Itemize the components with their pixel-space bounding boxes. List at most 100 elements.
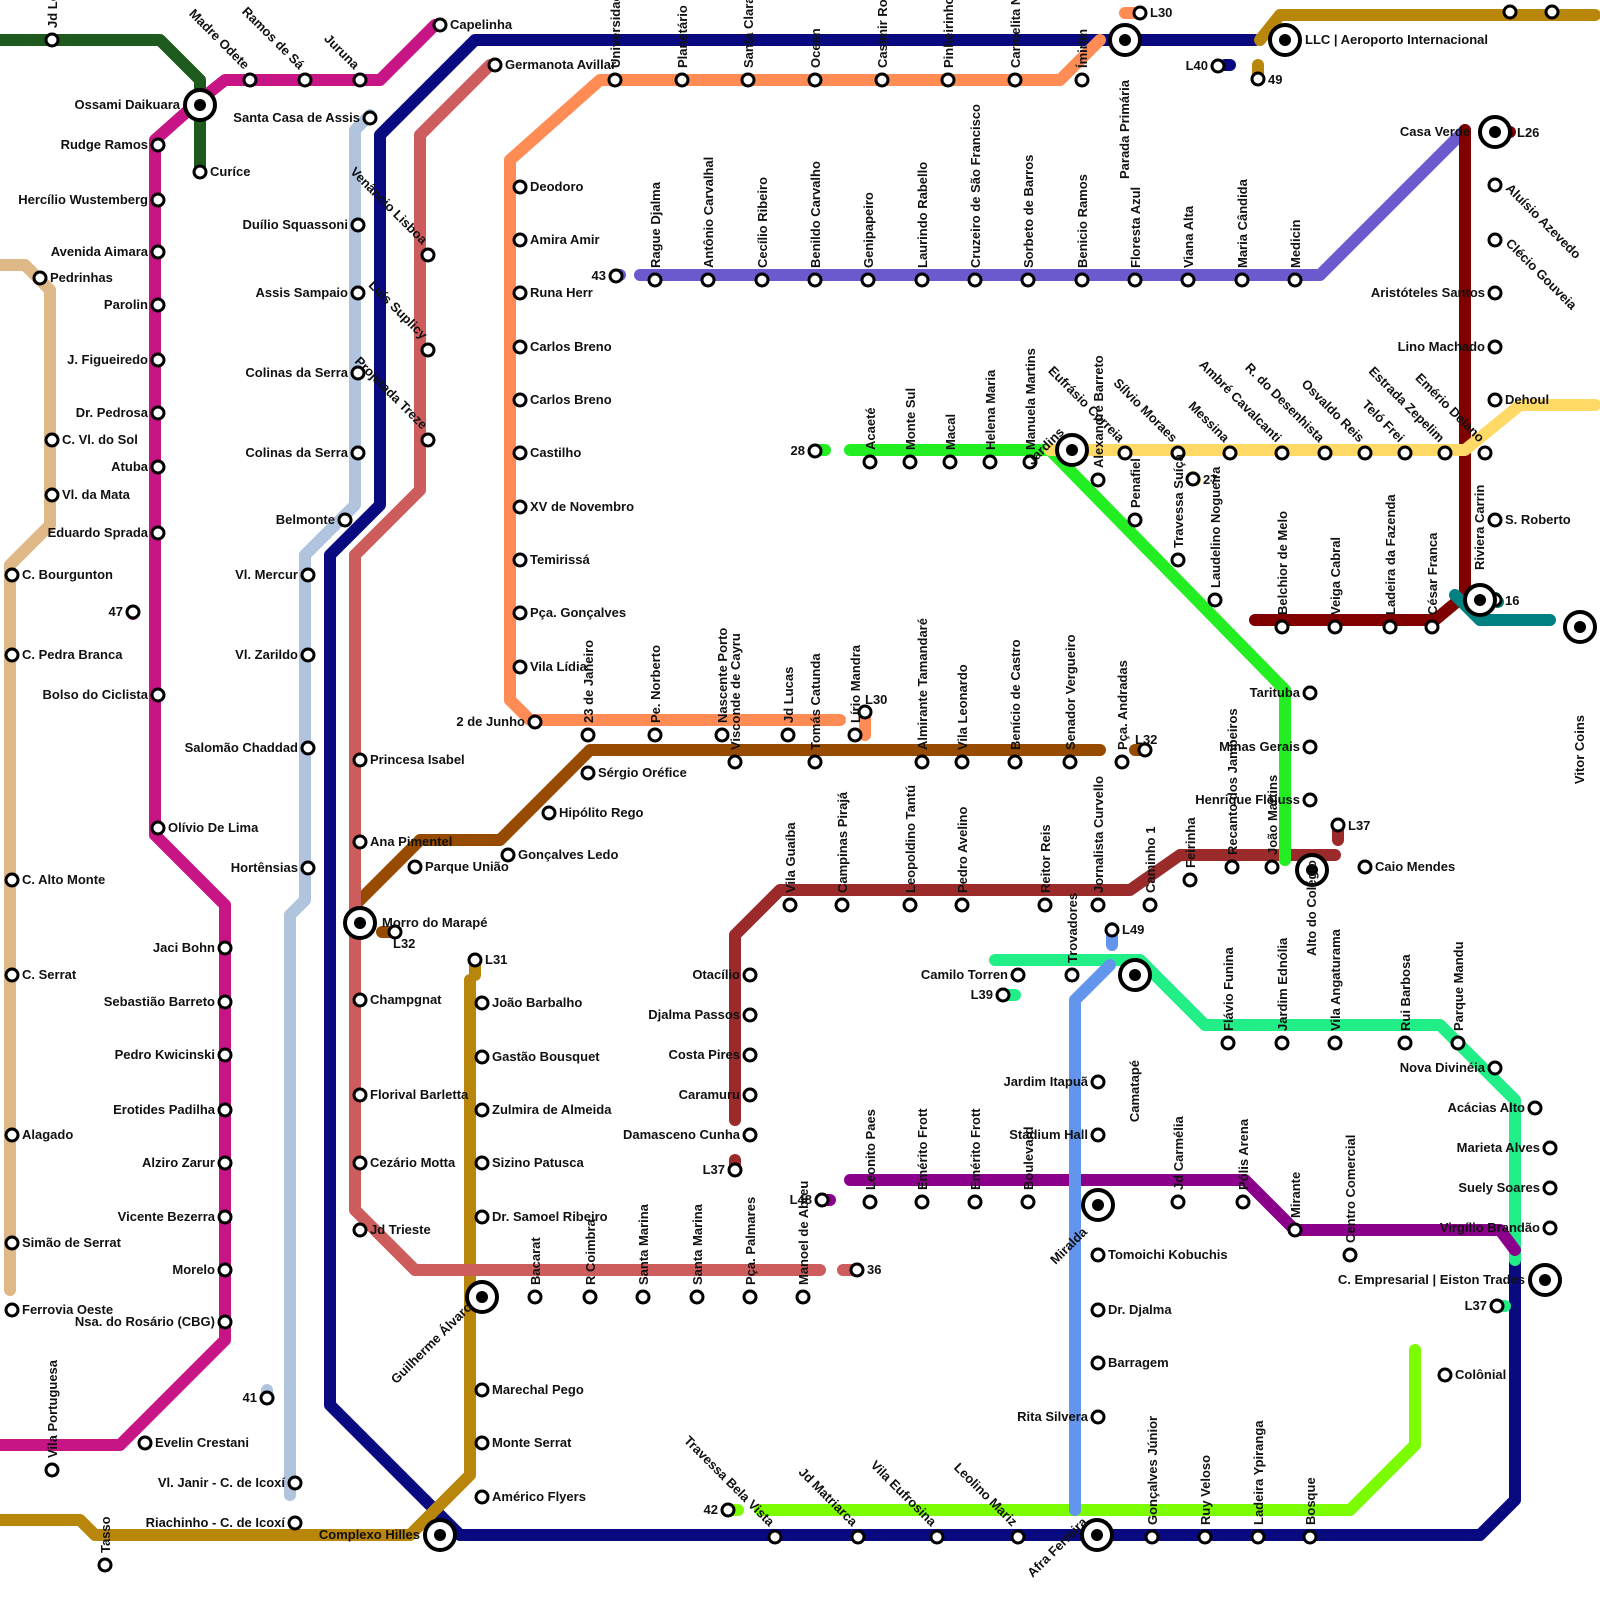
station-dot[interactable] <box>1302 1529 1318 1545</box>
station-dot[interactable] <box>217 1102 233 1118</box>
station-dot[interactable] <box>474 1049 490 1065</box>
station-dot[interactable] <box>1542 1140 1558 1156</box>
station-dot[interactable] <box>300 647 316 663</box>
station-dot[interactable] <box>4 647 20 663</box>
station-dot[interactable] <box>150 297 166 313</box>
station-dot[interactable] <box>150 820 166 836</box>
station-dot[interactable] <box>432 17 448 33</box>
connector-dot[interactable] <box>1104 922 1120 938</box>
connector-dot[interactable] <box>720 1502 736 1518</box>
station-dot[interactable] <box>1302 792 1318 808</box>
station-dot[interactable] <box>1342 1247 1358 1263</box>
connector-dot[interactable] <box>259 1390 275 1406</box>
station-dot[interactable] <box>834 897 850 913</box>
station-dot[interactable] <box>500 847 516 863</box>
station-dot[interactable] <box>352 1155 368 1171</box>
station-dot[interactable] <box>874 72 890 88</box>
station-dot[interactable] <box>217 1262 233 1278</box>
station-dot[interactable] <box>1424 619 1440 635</box>
connector-dot[interactable] <box>467 952 483 968</box>
station-dot[interactable] <box>1022 454 1038 470</box>
station-dot[interactable] <box>674 72 690 88</box>
station-dot[interactable] <box>150 687 166 703</box>
station-dot[interactable] <box>300 740 316 756</box>
station-dot[interactable] <box>1274 619 1290 635</box>
station-dot[interactable] <box>1502 4 1518 20</box>
station-dot[interactable] <box>474 1209 490 1225</box>
station-dot[interactable] <box>1090 897 1106 913</box>
station-dot[interactable] <box>580 727 596 743</box>
station-dot[interactable] <box>1090 472 1106 488</box>
station-dot[interactable] <box>1127 272 1143 288</box>
station-dot[interactable] <box>352 1222 368 1238</box>
station-dot[interactable] <box>1477 445 1493 461</box>
station-dot[interactable] <box>1170 552 1186 568</box>
station-dot[interactable] <box>1357 859 1373 875</box>
station-dot[interactable] <box>1127 512 1143 528</box>
station-dot[interactable] <box>1487 177 1503 193</box>
station-dot[interactable] <box>1170 1194 1186 1210</box>
station-dot[interactable] <box>44 32 60 48</box>
station-dot[interactable] <box>150 405 166 421</box>
station-dot[interactable] <box>847 727 863 743</box>
station-dot[interactable] <box>1074 272 1090 288</box>
station-dot[interactable] <box>4 967 20 983</box>
station-dot[interactable] <box>527 1289 543 1305</box>
station-dot[interactable] <box>647 727 663 743</box>
connector-dot[interactable] <box>849 1262 865 1278</box>
station-dot[interactable] <box>1327 619 1343 635</box>
station-dot[interactable] <box>767 1529 783 1545</box>
station-dot[interactable] <box>150 352 166 368</box>
station-dot[interactable] <box>689 1289 705 1305</box>
station-dot[interactable] <box>352 992 368 1008</box>
station-dot[interactable] <box>727 754 743 770</box>
station-dot[interactable] <box>1220 1035 1236 1051</box>
station-dot[interactable] <box>474 1435 490 1451</box>
station-dot[interactable] <box>807 72 823 88</box>
connector-dot[interactable] <box>727 1162 743 1178</box>
station-dot[interactable] <box>352 834 368 850</box>
station-dot[interactable] <box>420 247 436 263</box>
connector-dot[interactable] <box>1137 742 1153 758</box>
connector-dot[interactable] <box>814 1192 830 1208</box>
station-dot[interactable] <box>929 1529 945 1545</box>
station-dot[interactable] <box>850 1529 866 1545</box>
station-dot[interactable] <box>860 272 876 288</box>
station-dot[interactable] <box>474 1102 490 1118</box>
station-dot[interactable] <box>44 432 60 448</box>
station-dot[interactable] <box>914 1194 930 1210</box>
station-dot[interactable] <box>1437 445 1453 461</box>
station-dot[interactable] <box>350 445 366 461</box>
station-dot[interactable] <box>967 1194 983 1210</box>
station-dot[interactable] <box>1327 1035 1343 1051</box>
station-dot[interactable] <box>1357 445 1373 461</box>
station-dot[interactable] <box>512 605 528 621</box>
station-dot[interactable] <box>217 1047 233 1063</box>
connector-dot[interactable] <box>1489 1298 1505 1314</box>
station-dot[interactable] <box>1437 1367 1453 1383</box>
station-dot[interactable] <box>1062 754 1078 770</box>
station-dot[interactable] <box>350 365 366 381</box>
station-dot[interactable] <box>1144 1529 1160 1545</box>
station-dot[interactable] <box>714 727 730 743</box>
station-dot[interactable] <box>352 752 368 768</box>
station-dot[interactable] <box>1527 1100 1543 1116</box>
station-dot[interactable] <box>1037 897 1053 913</box>
station-dot[interactable] <box>1487 285 1503 301</box>
station-dot[interactable] <box>967 272 983 288</box>
station-dot[interactable] <box>150 244 166 260</box>
station-dot[interactable] <box>541 805 557 821</box>
connector-dot[interactable] <box>125 604 141 620</box>
station-dot[interactable] <box>1142 897 1158 913</box>
station-dot[interactable] <box>1222 445 1238 461</box>
station-dot[interactable] <box>1487 232 1503 248</box>
station-dot[interactable] <box>780 727 796 743</box>
station-dot[interactable] <box>337 512 353 528</box>
station-dot[interactable] <box>1090 1302 1106 1318</box>
station-dot[interactable] <box>217 1155 233 1171</box>
station-dot[interactable] <box>192 164 208 180</box>
station-dot[interactable] <box>217 994 233 1010</box>
station-dot[interactable] <box>297 72 313 88</box>
station-dot[interactable] <box>512 232 528 248</box>
station-dot[interactable] <box>1234 272 1250 288</box>
